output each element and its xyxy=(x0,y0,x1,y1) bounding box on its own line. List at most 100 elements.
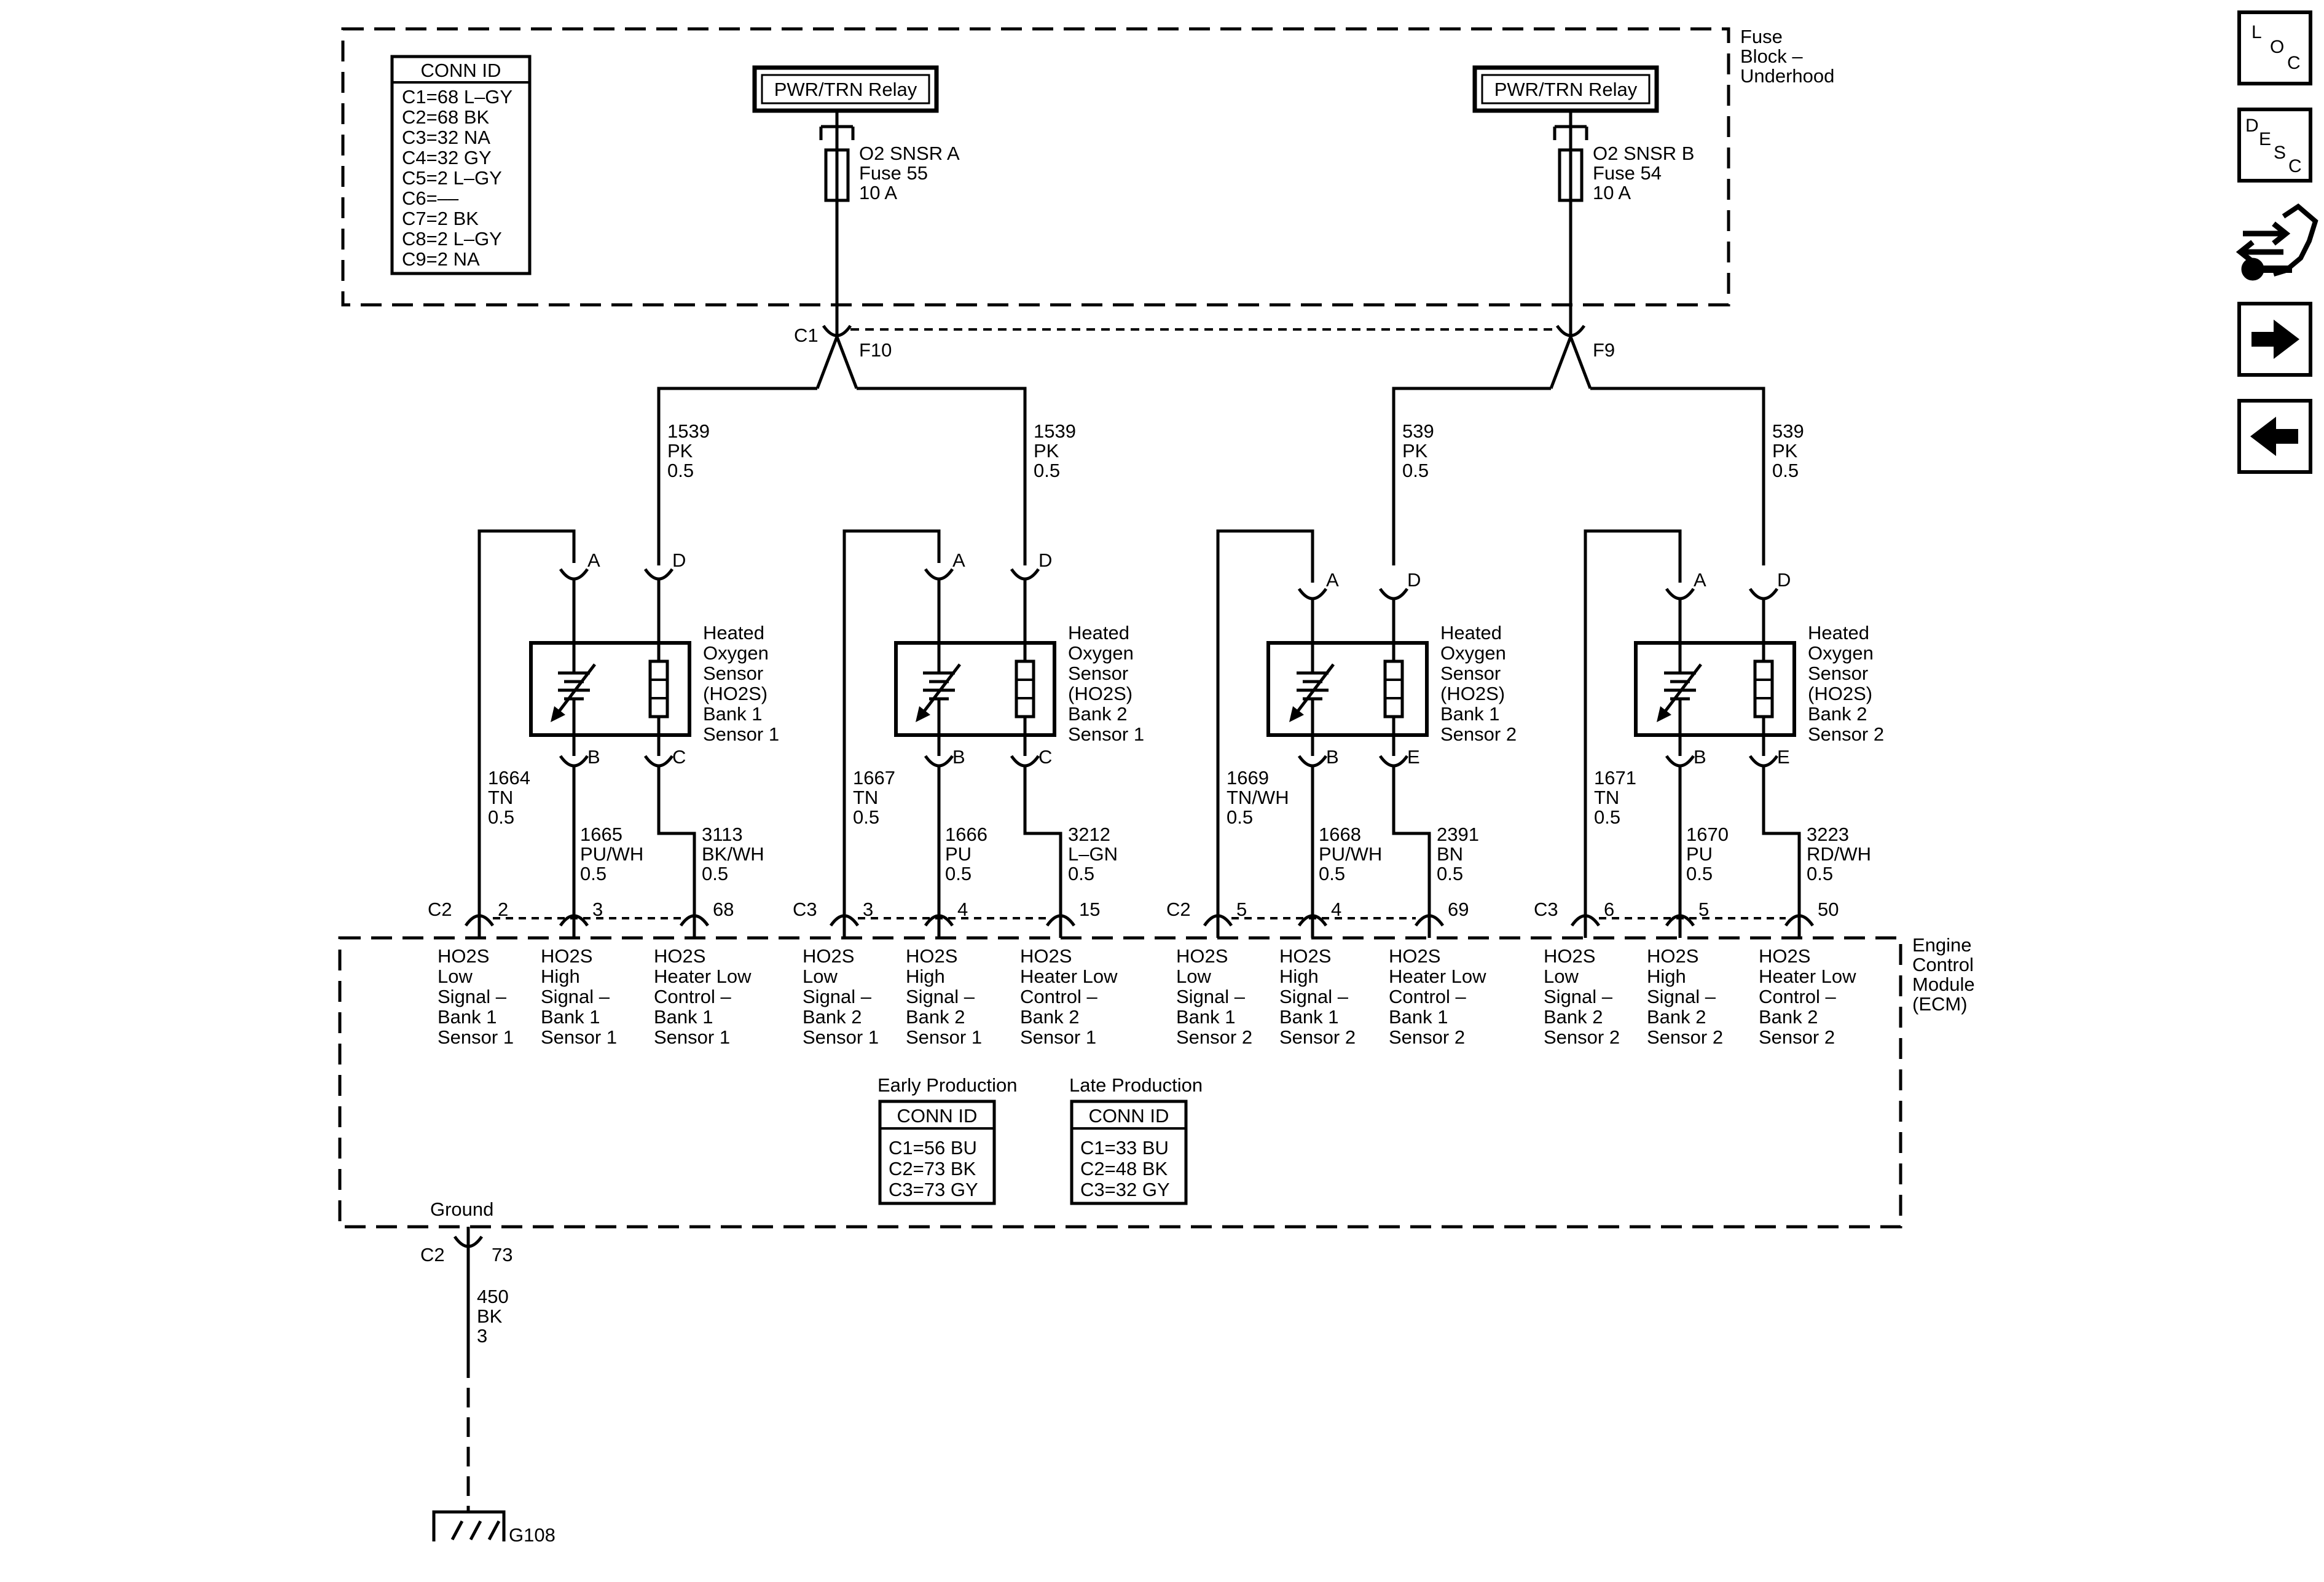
sensor-arrow-icon xyxy=(554,663,596,717)
sensor-label: Heated xyxy=(703,622,764,643)
ecm-pin-label: Signal – xyxy=(1647,986,1716,1007)
svg-text:450: 450 xyxy=(477,1286,509,1307)
ecm-early-conn-table: Early Production CONN ID C1=56 BU C2=73 … xyxy=(877,1074,1017,1205)
ecm-pin-label: HO2S xyxy=(1759,945,1810,967)
svg-text:C1=33 BU: C1=33 BU xyxy=(1080,1137,1169,1159)
desc-button[interactable]: D E S C xyxy=(2237,108,2312,183)
ecm-connector-pin xyxy=(1414,914,1445,927)
heater-element-icon xyxy=(1015,659,1035,718)
ecm-connector-pin xyxy=(679,914,710,927)
ecm-pin-label: Sensor 1 xyxy=(654,1026,730,1048)
heater-element-icon xyxy=(1383,659,1404,718)
ecm-pin-label: Control – xyxy=(654,986,732,1007)
schematic-tools-button[interactable] xyxy=(2236,203,2318,281)
wire-size: 0.5 xyxy=(580,863,607,884)
ground-connector xyxy=(432,1227,506,1541)
ecm-pin-label: Signal – xyxy=(803,986,872,1007)
svg-text:O2 SNSR A: O2 SNSR A xyxy=(859,143,960,164)
svg-text:Block –: Block – xyxy=(1740,45,1803,67)
feed-wire-number: 1539 xyxy=(1034,420,1076,442)
sensor-box xyxy=(1634,641,1796,737)
svg-text:C2=48 BK: C2=48 BK xyxy=(1080,1158,1168,1179)
connector-pin xyxy=(1378,755,1409,768)
svg-text:10 A: 10 A xyxy=(1593,182,1631,203)
wire-color: PU xyxy=(945,843,972,865)
ecm-pin-label: High xyxy=(1279,966,1319,987)
pin-label: D xyxy=(672,549,686,571)
ecm-pin-number: 69 xyxy=(1448,899,1469,920)
loc-button[interactable]: L O C xyxy=(2237,10,2312,85)
conn-id-row: C9=2 NA xyxy=(402,248,480,270)
wire-size: 0.5 xyxy=(945,863,972,884)
svg-text:Late Production: Late Production xyxy=(1069,1074,1203,1096)
conn-f10-label: F10 xyxy=(859,339,892,361)
heater-element-icon xyxy=(648,659,669,718)
conn-id-row: C3=32 NA xyxy=(402,127,490,148)
ecm-pin-label: HO2S xyxy=(1176,945,1228,967)
ecm-connector-pin xyxy=(829,914,860,927)
feed-wire-size: 0.5 xyxy=(1772,460,1799,481)
ecm-pin-label: Heater Low xyxy=(1759,966,1856,987)
svg-text:E: E xyxy=(2259,129,2271,149)
ecm-pin-label: Control – xyxy=(1389,986,1467,1007)
wire-number: 3113 xyxy=(702,824,743,845)
next-button[interactable] xyxy=(2237,302,2312,377)
svg-text:C2=73 BK: C2=73 BK xyxy=(889,1158,976,1179)
wire-number: 2391 xyxy=(1437,824,1479,845)
sensor-label: Sensor 2 xyxy=(1808,723,1884,745)
svg-text:Fuse 55: Fuse 55 xyxy=(859,162,928,184)
conn-id-row: C4=32 GY xyxy=(402,147,492,168)
svg-text:10 A: 10 A xyxy=(859,182,897,203)
ecm-pin-label: High xyxy=(541,966,580,987)
svg-text:L: L xyxy=(2251,22,2262,42)
feed-wire-number: 539 xyxy=(1772,420,1804,442)
connector-pin xyxy=(1748,588,1779,600)
ecm-pin-label: Sensor 2 xyxy=(1544,1026,1620,1048)
connector-pin xyxy=(1665,588,1695,600)
sensor-label: Sensor 2 xyxy=(1440,723,1517,745)
prev-button[interactable] xyxy=(2237,399,2312,474)
wire-size: 0.5 xyxy=(1068,863,1094,884)
feed-wire-color: PK xyxy=(1034,440,1059,462)
ecm-pin-label: Signal – xyxy=(438,986,507,1007)
connector-pin xyxy=(1378,588,1409,600)
sensor-label: Sensor 1 xyxy=(703,723,779,745)
pin-label: D xyxy=(1777,569,1791,591)
ecm-pin-label: Bank 1 xyxy=(541,1006,600,1028)
ecm-pin-label: Bank 2 xyxy=(1647,1006,1706,1028)
ecm-pin-label: HO2S xyxy=(906,945,957,967)
conn-id-row: C8=2 L–GY xyxy=(402,228,502,250)
svg-text:O: O xyxy=(2270,37,2284,57)
svg-text:PWR/TRN Relay: PWR/TRN Relay xyxy=(774,79,917,100)
ecm-pin-number: 3 xyxy=(863,899,873,920)
sensor-box xyxy=(1266,641,1429,737)
ground-point-label: G108 xyxy=(509,1524,555,1546)
wire-color: PU xyxy=(1686,843,1713,865)
sensor-label: Oxygen xyxy=(1808,642,1874,664)
ground-label: Ground xyxy=(430,1198,493,1220)
ecm-pin-label: Bank 1 xyxy=(1389,1006,1448,1028)
ecm-connector-pin xyxy=(1570,914,1601,927)
pin-label: E xyxy=(1777,746,1790,768)
pin-label: E xyxy=(1407,746,1420,768)
ecm-pin-number: 4 xyxy=(957,899,968,920)
wire-color: BN xyxy=(1437,843,1463,865)
ecm-pin-label: Bank 2 xyxy=(1544,1006,1603,1028)
ecm-pin-label: Heater Low xyxy=(654,966,752,987)
ecm-pin-label: Bank 1 xyxy=(438,1006,497,1028)
sensor-label: Sensor xyxy=(1808,663,1868,684)
connector-pin xyxy=(1010,755,1040,768)
connector-pin xyxy=(1665,755,1695,768)
ecm-connector-pin xyxy=(1297,914,1328,927)
sensor-arrow-icon xyxy=(919,663,961,717)
wire-number: 3212 xyxy=(1068,824,1110,845)
wire-number: 1667 xyxy=(853,767,895,789)
connector-pin xyxy=(643,568,674,581)
feed-wire-number: 539 xyxy=(1402,420,1434,442)
ecm-pin-label: High xyxy=(906,966,945,987)
